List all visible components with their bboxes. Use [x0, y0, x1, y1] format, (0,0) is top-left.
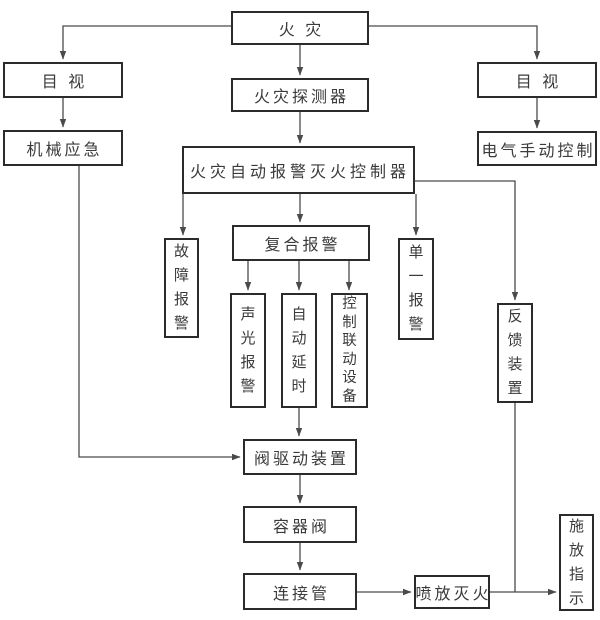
- node-electrical-manual-control-label: 电气手动控制: [481, 142, 596, 160]
- node-composite-alarm: 复合报警: [232, 225, 370, 261]
- node-control-linkage-equipment: 控制联动设备: [331, 293, 368, 408]
- node-connecting-pipe-label: 连接管: [272, 585, 330, 603]
- node-spray-extinguish: 喷放灭火: [414, 575, 490, 609]
- node-release-indication: 施放指示: [559, 514, 594, 611]
- connector-controller-to-feedback-device: [415, 180, 519, 301]
- node-fire-detector-label: 火灾探测器: [253, 89, 349, 106]
- node-container-valve-label: 容器阀: [272, 518, 330, 536]
- node-composite-alarm-label: 复合报警: [264, 237, 341, 254]
- node-visual-left: 目 视: [3, 62, 123, 98]
- node-visual-left-label: 目 视: [41, 74, 88, 91]
- node-connecting-pipe: 连接管: [243, 573, 357, 610]
- node-auto-delay-label: 自动延时: [291, 305, 307, 395]
- node-spray-extinguish-label: 喷放灭火: [415, 586, 492, 603]
- node-single-alarm: 单一报警: [398, 238, 434, 340]
- node-controller: 火灾自动报警灭火控制器: [182, 146, 415, 194]
- node-sound-light-alarm-label: 声光报警: [240, 305, 256, 395]
- connector-mechanical-emergency-to-valve-drive: [78, 166, 241, 461]
- node-mechanical-emergency: 机械应急: [3, 130, 123, 166]
- node-sound-light-alarm: 声光报警: [230, 293, 266, 408]
- node-fault-alarm: 故障报警: [164, 238, 199, 338]
- node-valve-drive-device-label: 阀驱动装置: [253, 451, 349, 468]
- node-auto-delay: 自动延时: [281, 293, 317, 408]
- node-control-linkage-equipment-label: 控制联动设备: [342, 296, 357, 405]
- node-mechanical-emergency-label: 机械应急: [26, 142, 103, 159]
- connector-fire-to-visual-left: [59, 25, 231, 60]
- node-feedback-device-label: 反馈装置: [507, 308, 523, 397]
- node-fire: 火 灾: [231, 11, 369, 45]
- node-release-indication-label: 施放指示: [568, 517, 584, 607]
- node-single-alarm-label: 单一报警: [408, 244, 424, 333]
- node-visual-right-label: 目 视: [515, 74, 562, 91]
- node-visual-right: 目 视: [477, 62, 597, 98]
- connector-fire-to-visual-right: [369, 25, 541, 60]
- node-controller-label: 火灾自动报警灭火控制器: [189, 164, 410, 181]
- node-feedback-device: 反馈装置: [497, 303, 533, 403]
- node-valve-drive-device: 阀驱动装置: [243, 439, 357, 475]
- node-fire-detector: 火灾探测器: [231, 78, 369, 112]
- node-electrical-manual-control: 电气手动控制: [477, 131, 597, 166]
- node-fire-label: 火 灾: [278, 22, 325, 39]
- node-container-valve: 容器阀: [243, 506, 357, 543]
- node-fault-alarm-label: 故障报警: [173, 243, 189, 332]
